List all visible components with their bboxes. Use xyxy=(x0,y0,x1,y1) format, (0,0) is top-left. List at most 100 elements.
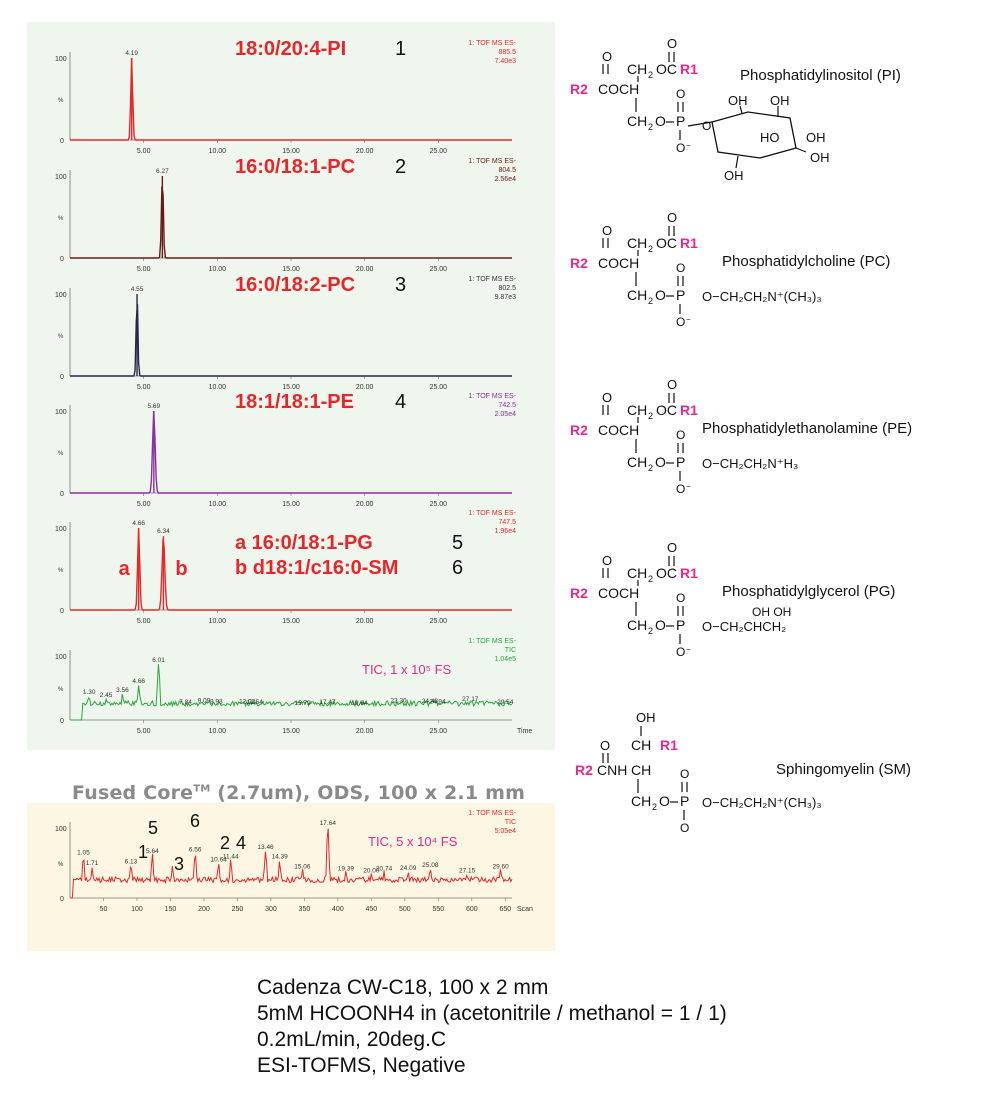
structure-Phosphatidylglycerol (PG): OOCH2OCR1R2COCHCH2OPOO−Phosphatidylglyce… xyxy=(570,540,895,659)
atom-o-double: O xyxy=(676,428,685,442)
x-tick-label: 25.00 xyxy=(430,266,448,273)
peak-rt-label: 27.15 xyxy=(459,868,476,875)
atom-ch2-bottom: CH xyxy=(627,454,647,470)
x-tick-label: 25.00 xyxy=(430,728,448,735)
x-tick-label: 25.00 xyxy=(430,501,448,508)
method-conditions: Cadenza CW-C18, 100 x 2 mm 5mM HCOONH4 i… xyxy=(257,975,727,1079)
atom-coch: COCH xyxy=(598,585,639,601)
trace-header-line: 9.87e3 xyxy=(495,294,517,301)
trace-header-line: 802.5 xyxy=(498,285,516,292)
x-tick-label: 5.00 xyxy=(137,501,151,508)
peak-rt-label: 1.30 xyxy=(83,689,96,696)
atom-o: O xyxy=(655,113,666,129)
r1-group: R1 xyxy=(680,61,698,77)
trace-header-line: 1.04e5 xyxy=(495,656,517,663)
atom-p: P xyxy=(676,287,685,303)
x-tick-label: 50 xyxy=(100,906,108,913)
atom-ch2-top: CH xyxy=(627,402,647,418)
r2-group: R2 xyxy=(570,81,588,97)
compound-label: 16:0/18:2-PC xyxy=(235,274,355,296)
peak-rt-label: 29.60 xyxy=(492,863,509,870)
oh-label: OH xyxy=(724,168,744,183)
peak-rt-label: 17.64 xyxy=(320,820,337,827)
atom-o: O xyxy=(659,793,670,809)
atom-ch2-top: CH xyxy=(627,565,647,581)
peak-rt-label: 6.56 xyxy=(189,847,202,854)
x-tick-label: 5.00 xyxy=(137,728,151,735)
bond xyxy=(735,155,739,169)
atom-ch-2: CH xyxy=(631,762,651,778)
headgroup: O−CH₂CH₂N⁺H₃ xyxy=(702,456,798,471)
trace-header-line: 5.05e4 xyxy=(495,828,517,835)
atom-coch: COCH xyxy=(598,255,639,271)
atom-o-minus: O xyxy=(676,645,685,659)
atom-p: P xyxy=(676,113,685,129)
atom-coch: COCH xyxy=(598,422,639,438)
peak-rt-label: 17.47 xyxy=(319,699,336,706)
charge-minus: − xyxy=(686,141,691,150)
tic-scale-note: TIC, 5 x 10⁴ FS xyxy=(368,834,458,849)
atom-o: O xyxy=(655,454,666,470)
compound-number: 2 xyxy=(395,156,406,178)
y-tick-label-0: 0 xyxy=(60,608,64,615)
condition-detector: ESI-TOFMS, Negative xyxy=(257,1054,466,1077)
subscript: 2 xyxy=(648,70,653,80)
y-tick-label-100: 100 xyxy=(55,292,67,299)
x-tick-label: 200 xyxy=(198,906,210,913)
trace-header-line: 1: TOF MS ES- xyxy=(468,393,516,400)
atom-oc: OC xyxy=(656,61,677,77)
x-tick-label: 20.00 xyxy=(356,148,374,155)
x-tick-label: 10.00 xyxy=(209,148,227,155)
panel-background xyxy=(27,22,555,750)
peak-rt-label: 12.03 xyxy=(239,699,256,706)
structure-name: Phosphatidylglycerol (PG) xyxy=(722,583,895,600)
x-tick-label: 15.00 xyxy=(282,728,300,735)
structure-name-sm: Sphingomyelin (SM) xyxy=(776,761,911,778)
peak-rt-label: 1.05 xyxy=(77,849,90,856)
atom-o-carbonyl-right: O xyxy=(667,210,677,225)
trace-header-line: 1: TOF MS ES- xyxy=(468,276,516,283)
oh-label: OH xyxy=(770,93,790,108)
atom-p: P xyxy=(676,454,685,470)
x-tick-label: 10.00 xyxy=(209,384,227,391)
atom-o-double: O xyxy=(676,261,685,275)
atom-o-carbonyl-left: O xyxy=(602,49,612,64)
oh-label: OH xyxy=(806,130,826,145)
atom-o-minus: O xyxy=(676,141,685,155)
peak-rt-label: 19.39 xyxy=(338,866,355,873)
x-tick-label: 250 xyxy=(232,906,244,913)
trace-header-line: 1: TOF MS ES- xyxy=(468,810,516,817)
oh-labels: OH OH xyxy=(752,605,791,619)
y-tick-label-0: 0 xyxy=(60,374,64,381)
peak-rt-label: 4.66 xyxy=(132,678,145,685)
atom-oc: OC xyxy=(656,402,677,418)
atom-o-carbonyl-left: O xyxy=(602,553,612,568)
atom-o-carbonyl-right: O xyxy=(667,36,677,51)
peak-rt-label: 6.34 xyxy=(157,528,170,535)
trace-line xyxy=(70,304,512,377)
y-tick-label-0: 0 xyxy=(60,718,64,725)
condition-column: Cadenza CW-C18, 100 x 2 mm xyxy=(257,976,549,999)
charge-minus: − xyxy=(686,315,691,324)
peak-rt-label: 29.54 xyxy=(497,699,514,706)
peak-rt-label: 7.84 xyxy=(179,699,192,706)
x-tick-label: 450 xyxy=(366,906,378,913)
atom-o-minus: O xyxy=(676,315,685,329)
atom-p: P xyxy=(680,793,689,809)
peak-rt-label: 4.55 xyxy=(131,286,144,293)
x-tick-label: 100 xyxy=(131,906,143,913)
atom-o-double: O xyxy=(680,767,689,781)
peak-rt-label: 24.94 xyxy=(429,699,446,706)
subscript: 2 xyxy=(648,122,653,132)
peak-rt-label: 6.27 xyxy=(156,168,169,175)
charge-minus: − xyxy=(686,482,691,491)
compound-label: 18:1/18:1-PE xyxy=(235,391,354,413)
peak-number-3: 3 xyxy=(174,854,184,874)
x-tick-label: 400 xyxy=(332,906,344,913)
atom-ch2: CH xyxy=(631,793,651,809)
